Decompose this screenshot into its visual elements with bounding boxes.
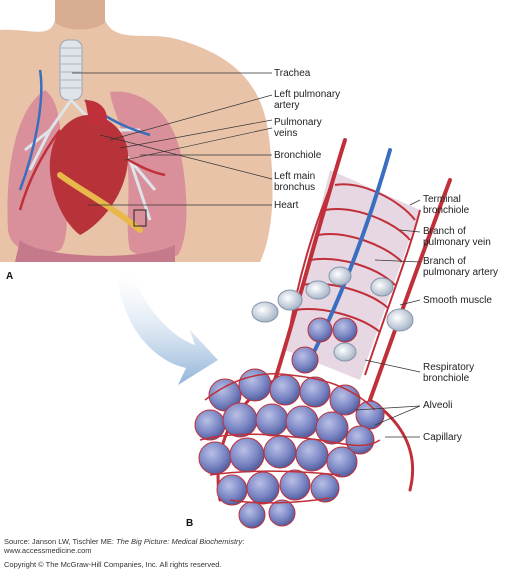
trachea-illustration xyxy=(59,39,83,101)
panel-label-a: A xyxy=(6,271,14,282)
label-bronchiole: Bronchiole xyxy=(274,150,322,161)
label-capillary: Capillary xyxy=(423,432,462,443)
label-left-main-bronchus: Left main bronchus xyxy=(274,171,316,193)
panel-label-b: B xyxy=(186,518,194,529)
smooth-muscle-rings xyxy=(251,266,414,362)
lungs-illustration xyxy=(7,90,187,262)
leader-lines-b xyxy=(354,199,421,438)
label-smooth-muscle: Smooth muscle xyxy=(423,295,492,306)
source-url[interactable]: www.accessmedicine.com xyxy=(4,546,92,555)
label-branch-pulmonary-artery: Branch of pulmonary artery xyxy=(423,256,499,278)
source-title: The Big Picture: Medical Biochemistry xyxy=(116,537,243,546)
capillary-network xyxy=(199,373,381,504)
magnification-arrow xyxy=(118,270,218,385)
label-left-pulmonary-artery: Left pulmonary artery xyxy=(274,89,341,111)
copyright-notice: Copyright © The McGraw-Hill Companies, I… xyxy=(4,560,222,569)
label-alveoli: Alveoli xyxy=(423,400,453,411)
label-trachea: Trachea xyxy=(274,68,311,79)
label-heart: Heart xyxy=(274,200,299,211)
source-citation: Source: Janson LW, Tischler ME: The Big … xyxy=(4,537,244,555)
leader-lines-a xyxy=(72,72,273,206)
alveoli-cluster xyxy=(194,317,385,529)
label-respiratory-bronchiole: Respiratory bronchiole xyxy=(423,362,475,384)
label-terminal-bronchiole: Terminal bronchiole xyxy=(423,194,470,216)
label-pulmonary-veins: Pulmonary veins xyxy=(274,117,322,139)
source-prefix: Source: Janson LW, Tischler ME: xyxy=(4,537,116,546)
source-suffix: : xyxy=(242,537,245,546)
label-branch-pulmonary-vein: Branch of pulmonary vein xyxy=(423,226,491,248)
magnified-region-box xyxy=(133,209,147,227)
